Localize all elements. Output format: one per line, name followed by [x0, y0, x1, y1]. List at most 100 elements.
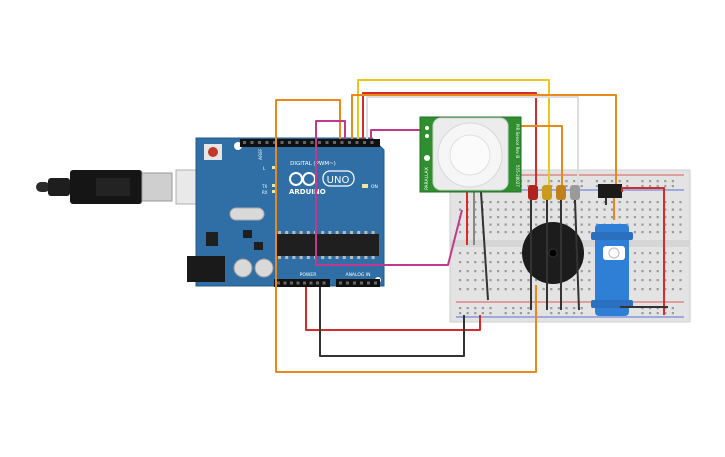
breadboard-hole[interactable]	[474, 201, 477, 204]
wire-orange[interactable]	[275, 99, 537, 373]
breadboard-hole[interactable]	[542, 208, 545, 211]
breadboard-hole[interactable]	[641, 261, 644, 264]
breadboard-hole[interactable]	[626, 223, 629, 226]
breadboard-hole[interactable]	[664, 270, 667, 273]
usb-cable[interactable]	[36, 169, 205, 205]
breadboard-hole[interactable]	[519, 231, 522, 234]
breadboard-hole[interactable]	[671, 261, 674, 264]
breadboard-hole[interactable]	[656, 288, 659, 291]
breadboard-hole[interactable]	[557, 288, 560, 291]
breadboard-hole[interactable]	[618, 201, 621, 204]
breadboard-hole[interactable]	[588, 288, 591, 291]
breadboard-hole[interactable]	[504, 216, 507, 219]
breadboard-hole[interactable]	[504, 279, 507, 282]
header-pin[interactable]	[288, 141, 291, 144]
rail-hole[interactable]	[565, 180, 568, 183]
breadboard-hole[interactable]	[474, 279, 477, 282]
breadboard-hole[interactable]	[497, 270, 500, 273]
header-pin[interactable]	[333, 141, 336, 144]
rail-hole[interactable]	[671, 180, 674, 183]
breadboard-hole[interactable]	[542, 201, 545, 204]
breadboard-hole[interactable]	[466, 252, 469, 255]
breadboard-hole[interactable]	[557, 201, 560, 204]
breadboard-hole[interactable]	[497, 252, 500, 255]
breadboard-hole[interactable]	[580, 201, 583, 204]
rail-hole[interactable]	[641, 312, 644, 315]
rail-hole[interactable]	[573, 312, 576, 315]
breadboard-hole[interactable]	[466, 288, 469, 291]
breadboard-hole[interactable]	[504, 270, 507, 273]
breadboard-hole[interactable]	[459, 201, 462, 204]
header-pin[interactable]	[360, 281, 363, 285]
header-pin[interactable]	[250, 141, 254, 144]
breadboard-hole[interactable]	[580, 216, 583, 219]
led-red[interactable]	[528, 185, 538, 200]
rail-hole[interactable]	[656, 185, 659, 188]
rail-hole[interactable]	[557, 312, 560, 315]
breadboard-hole[interactable]	[535, 201, 538, 204]
breadboard-hole[interactable]	[519, 288, 522, 291]
rail-hole[interactable]	[671, 307, 674, 310]
breadboard-hole[interactable]	[497, 223, 500, 226]
breadboard-hole[interactable]	[542, 216, 545, 219]
rail-hole[interactable]	[474, 312, 477, 315]
breadboard-hole[interactable]	[641, 252, 644, 255]
breadboard-hole[interactable]	[656, 201, 659, 204]
breadboard-hole[interactable]	[512, 288, 515, 291]
breadboard-hole[interactable]	[474, 231, 477, 234]
breadboard-hole[interactable]	[611, 201, 614, 204]
led-group[interactable]	[528, 185, 580, 200]
rail-hole[interactable]	[565, 307, 568, 310]
breadboard-hole[interactable]	[489, 231, 492, 234]
breadboard-hole[interactable]	[504, 252, 507, 255]
header-pin[interactable]	[303, 281, 306, 285]
breadboard-hole[interactable]	[512, 261, 515, 264]
breadboard-hole[interactable]	[664, 208, 667, 211]
breadboard-hole[interactable]	[459, 231, 462, 234]
header-pin[interactable]	[265, 141, 269, 144]
rail-hole[interactable]	[656, 180, 659, 183]
rail-hole[interactable]	[565, 312, 568, 315]
breadboard-hole[interactable]	[497, 288, 500, 291]
breadboard-hole[interactable]	[512, 231, 515, 234]
breadboard-hole[interactable]	[527, 216, 530, 219]
breadboard-hole[interactable]	[519, 201, 522, 204]
rail-hole[interactable]	[580, 307, 583, 310]
breadboard-hole[interactable]	[626, 216, 629, 219]
breadboard-hole[interactable]	[633, 223, 636, 226]
breadboard-hole[interactable]	[633, 216, 636, 219]
breadboard-hole[interactable]	[588, 231, 591, 234]
rail-hole[interactable]	[459, 307, 462, 310]
breadboard-hole[interactable]	[618, 216, 621, 219]
breadboard-hole[interactable]	[603, 216, 606, 219]
header-pin[interactable]	[355, 141, 359, 144]
breadboard-hole[interactable]	[535, 279, 538, 282]
header-pin[interactable]	[296, 281, 300, 285]
breadboard-hole[interactable]	[497, 231, 500, 234]
rail-hole[interactable]	[649, 185, 652, 188]
breadboard-hole[interactable]	[679, 261, 682, 264]
breadboard-hole[interactable]	[535, 208, 538, 211]
breadboard-hole[interactable]	[679, 252, 682, 255]
rail-hole[interactable]	[466, 307, 469, 310]
breadboard-hole[interactable]	[550, 288, 553, 291]
breadboard-hole[interactable]	[664, 279, 667, 282]
breadboard-hole[interactable]	[633, 201, 636, 204]
wire-pir-leg[interactable]	[480, 191, 489, 301]
breadboard-hole[interactable]	[671, 208, 674, 211]
breadboard-hole[interactable]	[565, 223, 568, 226]
breadboard-hole[interactable]	[671, 288, 674, 291]
breadboard-hole[interactable]	[664, 252, 667, 255]
breadboard-hole[interactable]	[504, 231, 507, 234]
header-pin[interactable]	[295, 141, 299, 144]
rail-hole[interactable]	[550, 180, 553, 183]
breadboard-hole[interactable]	[519, 270, 522, 273]
header-pin[interactable]	[303, 141, 306, 144]
header-pin[interactable]	[340, 141, 344, 144]
rail-hole[interactable]	[573, 307, 576, 310]
breadboard-hole[interactable]	[664, 288, 667, 291]
breadboard-hole[interactable]	[641, 223, 644, 226]
analog-header[interactable]	[336, 279, 380, 287]
rail-hole[interactable]	[565, 185, 568, 188]
digital-header[interactable]	[240, 139, 380, 147]
